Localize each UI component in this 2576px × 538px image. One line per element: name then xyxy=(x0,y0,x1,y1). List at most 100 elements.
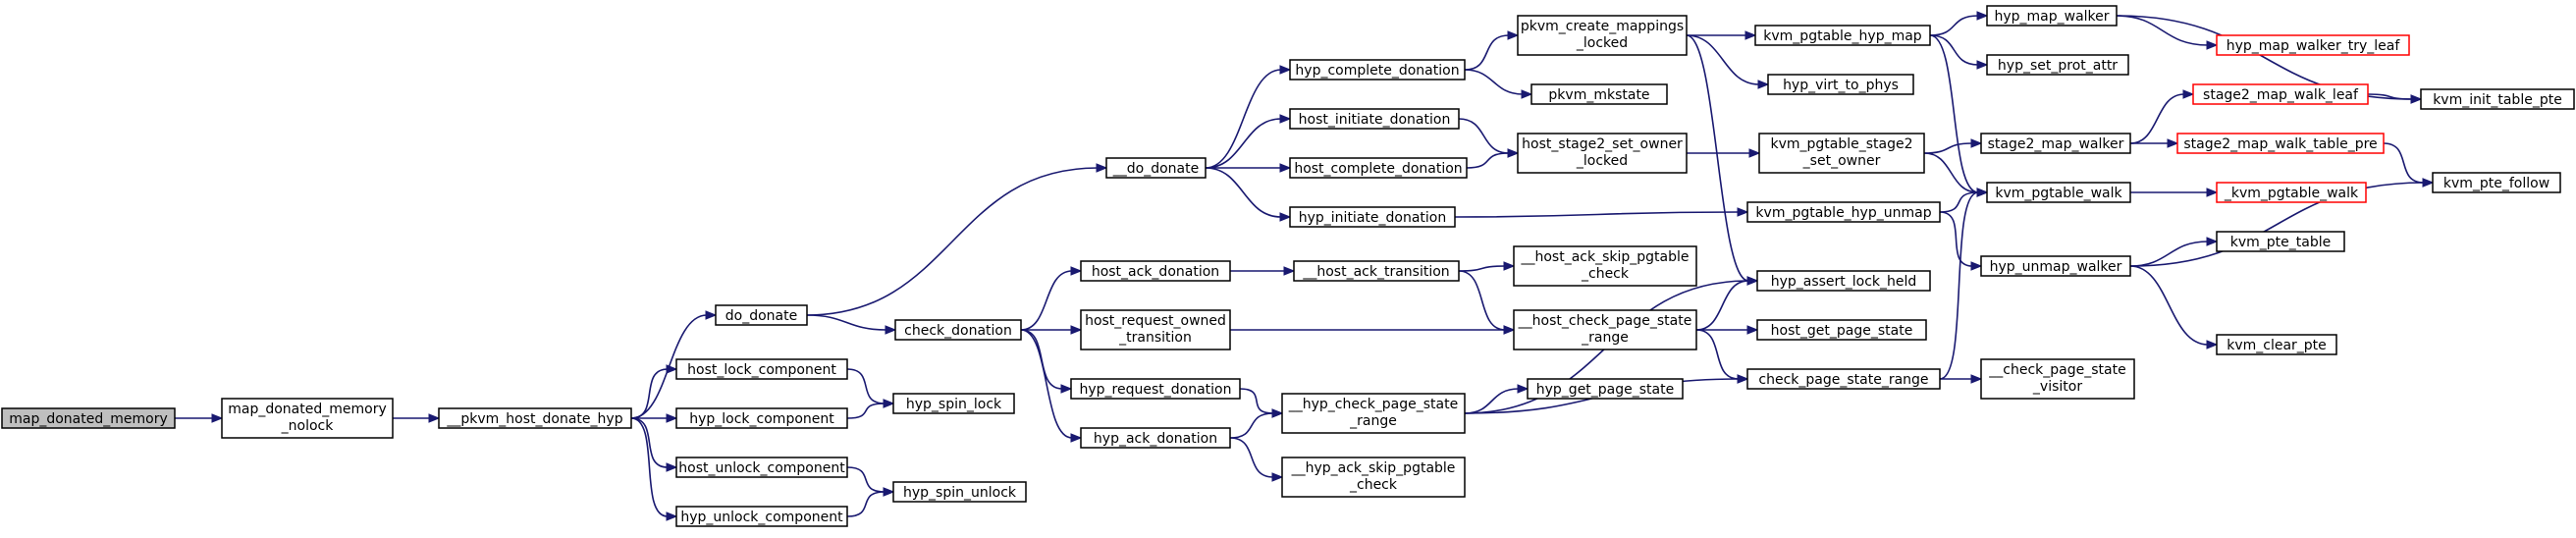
node-hyp_assert_lock_held[interactable]: hyp_assert_lock_held xyxy=(1756,270,1931,292)
edge-line xyxy=(1464,69,1524,95)
edge-line xyxy=(1939,191,1979,380)
node-host_stage2_set_owner_locked[interactable]: host_stage2_set_owner_locked xyxy=(1517,133,1688,174)
node-__do_donate[interactable]: __do_donate xyxy=(1105,157,1207,179)
node-label: hyp_assert_lock_held xyxy=(1771,274,1917,290)
node-hyp_map_walker[interactable]: hyp_map_walker xyxy=(1986,5,2118,27)
node-check_donation[interactable]: check_donation xyxy=(894,319,1022,341)
edge-hyp_lock_component-to-hyp_spin_lock xyxy=(846,399,895,419)
node-host_lock_component[interactable]: host_lock_component xyxy=(675,358,848,380)
node-hyp_request_donation[interactable]: hyp_request_donation xyxy=(1070,378,1241,400)
node-box xyxy=(1289,157,1468,179)
node-map_donated_memory[interactable]: map_donated_memory xyxy=(1,407,176,429)
edge-hyp_complete_donation-to-pkvm_mkstate xyxy=(1464,69,1533,99)
node-map_donated_memory_nolock[interactable]: map_donated_memory_nolock xyxy=(221,398,394,439)
arrowhead-icon xyxy=(1271,472,1284,482)
node-label: host_unlock_component xyxy=(678,460,845,476)
edge-__pkvm_host_donate_hyp-to-hyp_lock_component xyxy=(631,413,678,423)
node-host_request_owned_transition[interactable]: host_request_owned_transition xyxy=(1080,309,1231,350)
node-label: host_initiate_donation xyxy=(1299,112,1451,128)
node-label: hyp_map_walker_try_leaf xyxy=(2227,38,2401,54)
node-do_donate[interactable]: do_donate xyxy=(715,304,808,326)
edge-hyp_unmap_walker-to-kvm_pte_table xyxy=(2129,237,2219,267)
node-box xyxy=(675,358,848,380)
edge-line xyxy=(846,403,886,419)
node-__host_ack_transition[interactable]: __host_ack_transition xyxy=(1293,260,1460,282)
node-label: hyp_complete_donation xyxy=(1295,63,1459,79)
node-stage2_map_walk_leaf[interactable]: stage2_map_walk_leaf xyxy=(2192,83,2369,105)
node-label: hyp_ack_donation xyxy=(1094,431,1217,447)
node-__hyp_ack_skip_pgtable_check[interactable]: __hyp_ack_skip_pgtable_check xyxy=(1281,457,1466,498)
node-__host_check_page_state_range[interactable]: __host_check_page_state_range xyxy=(1513,309,1697,350)
arrowhead-icon xyxy=(1279,114,1292,124)
arrowhead-icon xyxy=(1976,188,1989,197)
node-pkvm_mkstate[interactable]: pkvm_mkstate xyxy=(1530,83,1668,105)
arrowhead-icon xyxy=(2167,138,2179,148)
edge-line xyxy=(2129,182,2425,267)
node-stage2_map_walk_table_pre[interactable]: stage2_map_walk_table_pre xyxy=(2176,133,2385,154)
node-box xyxy=(221,398,394,439)
node-label: stage2_map_walk_table_pre xyxy=(2183,136,2377,152)
node-__check_page_state_visitor[interactable]: __check_page_state_visitor xyxy=(1980,358,2135,400)
node-host_ack_donation[interactable]: host_ack_donation xyxy=(1080,260,1231,282)
node-box xyxy=(2420,88,2575,110)
node-hyp_get_page_state[interactable]: hyp_get_page_state xyxy=(1527,378,1684,400)
node-box xyxy=(1517,15,1688,56)
node-box xyxy=(1,407,176,429)
node-label: __check_page_state xyxy=(1988,362,2125,378)
node-label: do_donate xyxy=(725,308,797,324)
node-box xyxy=(1080,309,1231,350)
node-hyp_map_walker_try_leaf[interactable]: hyp_map_walker_try_leaf xyxy=(2216,34,2410,56)
edge-host_stage2_set_owner_locked-to-kvm_pgtable_stage2_set_owner xyxy=(1686,148,1761,158)
node-hyp_unmap_walker[interactable]: hyp_unmap_walker xyxy=(1980,255,2131,277)
node-_kvm_pgtable_walk[interactable]: _kvm_pgtable_walk xyxy=(2216,182,2367,203)
node-label: kvm_clear_pte xyxy=(2227,338,2327,353)
node-kvm_pgtable_hyp_unmap[interactable]: kvm_pgtable_hyp_unmap xyxy=(1746,201,1941,223)
node-label: stage2_map_walker xyxy=(1988,136,2124,152)
node-box xyxy=(2216,334,2337,355)
node-__host_ack_skip_pgtable_check[interactable]: __host_ack_skip_pgtable_check xyxy=(1513,245,1697,287)
edge-kvm_pgtable_hyp_map-to-kvm_pgtable_walk xyxy=(1929,34,1989,197)
node-kvm_pgtable_hyp_map[interactable]: kvm_pgtable_hyp_map xyxy=(1754,25,1931,46)
node-kvm_clear_pte[interactable]: kvm_clear_pte xyxy=(2216,334,2337,355)
node-stage2_map_walker[interactable]: stage2_map_walker xyxy=(1980,133,2131,154)
node-label: hyp_virt_to_phys xyxy=(1783,78,1899,93)
node-host_get_page_state[interactable]: host_get_page_state xyxy=(1756,319,1927,341)
node-pkvm_create_mappings_locked[interactable]: pkvm_create_mappings_locked xyxy=(1517,15,1688,56)
edge-check_donation-to-host_ack_donation xyxy=(1020,266,1083,331)
node-hyp_lock_component[interactable]: hyp_lock_component xyxy=(675,407,848,429)
node-box xyxy=(892,481,1027,503)
arrowhead-icon xyxy=(666,364,678,374)
node-__pkvm_host_donate_hyp[interactable]: __pkvm_host_donate_hyp xyxy=(438,407,632,429)
arrowhead-icon xyxy=(1744,30,1757,40)
node-box xyxy=(1527,378,1684,400)
node-kvm_pgtable_stage2_set_owner[interactable]: kvm_pgtable_stage2_set_owner xyxy=(1758,133,1925,174)
node-kvm_pgtable_walk[interactable]: kvm_pgtable_walk xyxy=(1986,182,2131,203)
arrowhead-icon xyxy=(1283,266,1296,276)
node-hyp_spin_unlock[interactable]: hyp_spin_unlock xyxy=(892,481,1027,503)
node-hyp_virt_to_phys[interactable]: hyp_virt_to_phys xyxy=(1767,74,1914,95)
node-kvm_init_table_pte[interactable]: kvm_init_table_pte xyxy=(2420,88,2575,110)
node-host_unlock_component[interactable]: host_unlock_component xyxy=(675,457,848,478)
node-host_complete_donation[interactable]: host_complete_donation xyxy=(1289,157,1468,179)
node-label: _check xyxy=(1349,477,1398,493)
edge-hyp_ack_donation-to-__hyp_ack_skip_pgtable_check xyxy=(1229,437,1284,482)
node-hyp_ack_donation[interactable]: hyp_ack_donation xyxy=(1080,427,1231,449)
node-box xyxy=(2216,231,2345,252)
node-box xyxy=(892,393,1015,414)
node-hyp_spin_lock[interactable]: hyp_spin_lock xyxy=(892,393,1015,414)
node-hyp_complete_donation[interactable]: hyp_complete_donation xyxy=(1289,59,1466,81)
node-hyp_unlock_component[interactable]: hyp_unlock_component xyxy=(675,506,848,527)
node-__hyp_check_page_state_range[interactable]: __hyp_check_page_state_range xyxy=(1281,393,1466,434)
node-box xyxy=(1986,54,2129,76)
node-kvm_pte_follow[interactable]: kvm_pte_follow xyxy=(2432,172,2561,193)
node-kvm_pte_table[interactable]: kvm_pte_table xyxy=(2216,231,2345,252)
node-host_initiate_donation[interactable]: host_initiate_donation xyxy=(1289,108,1460,130)
node-check_page_state_range[interactable]: check_page_state_range xyxy=(1746,368,1941,390)
node-box xyxy=(1756,270,1931,292)
arrowhead-icon xyxy=(1737,207,1749,217)
arrowhead-icon xyxy=(1096,163,1108,173)
node-label: _range xyxy=(1349,413,1397,429)
node-hyp_initiate_donation[interactable]: hyp_initiate_donation xyxy=(1289,206,1456,228)
node-hyp_set_prot_attr[interactable]: hyp_set_prot_attr xyxy=(1986,54,2129,76)
edge-line xyxy=(1020,270,1073,331)
